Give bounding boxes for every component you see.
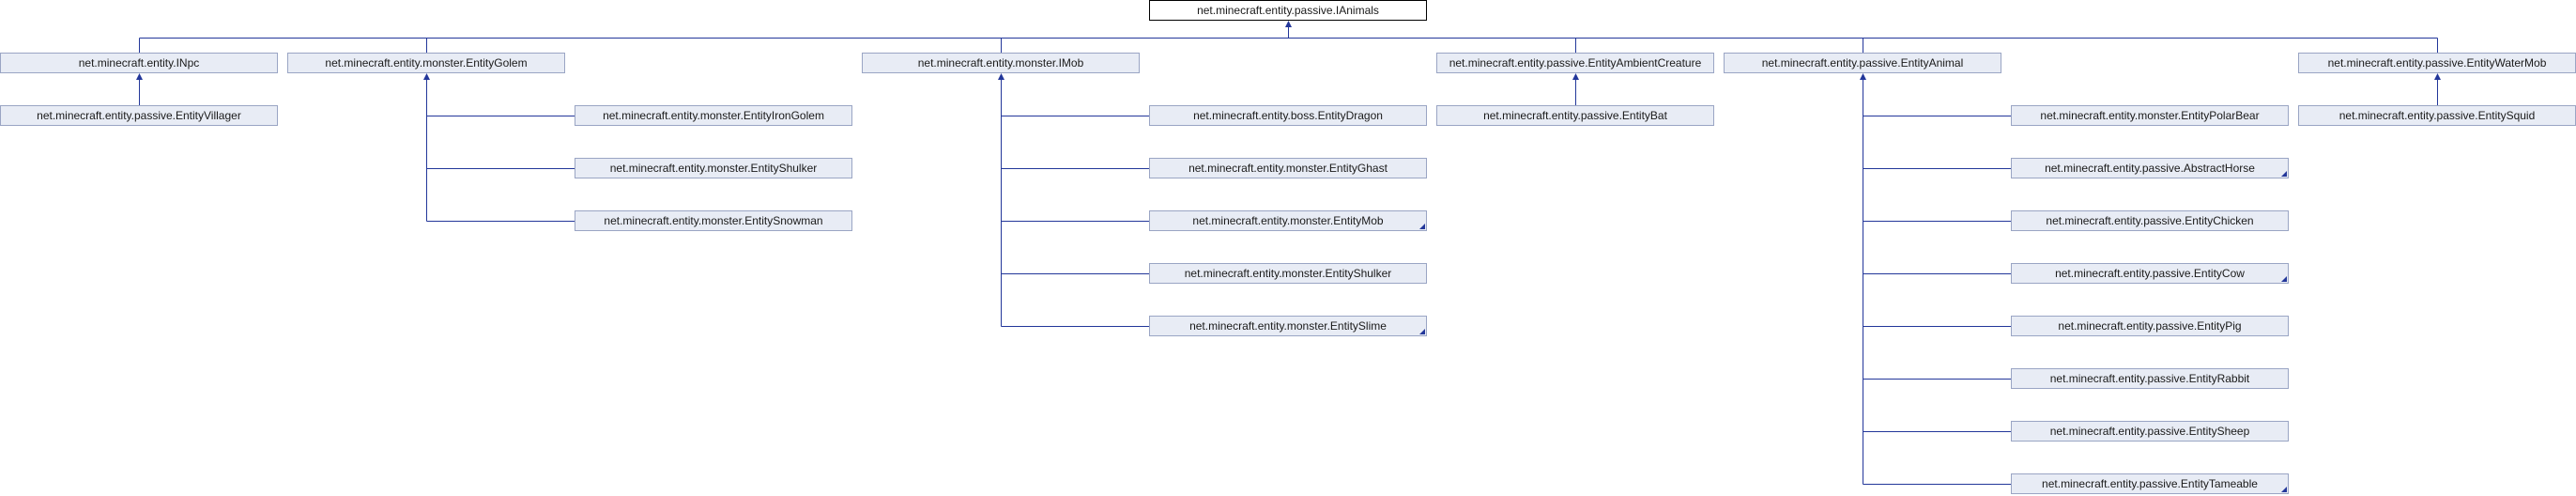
class-node-cow[interactable]: net.minecraft.entity.passive.EntityCow (2011, 263, 2289, 284)
class-node-abstracthorse[interactable]: net.minecraft.entity.passive.AbstractHor… (2011, 158, 2289, 178)
class-node-label: net.minecraft.entity.passive.EntityRabbi… (2049, 372, 2250, 385)
class-node-label: net.minecraft.entity.passive.EntityTamea… (2042, 477, 2258, 490)
class-node-entitygolem[interactable]: net.minecraft.entity.monster.EntityGolem (287, 53, 565, 73)
class-node-imob[interactable]: net.minecraft.entity.monster.IMob (862, 53, 1140, 73)
class-node-label: net.minecraft.entity.passive.EntitySquid (2338, 109, 2536, 122)
class-node-bat[interactable]: net.minecraft.entity.passive.EntityBat (1436, 105, 1714, 126)
class-node-label: net.minecraft.entity.INpc (78, 56, 200, 70)
class-node-label: net.minecraft.entity.monster.EntitySnowm… (604, 214, 823, 227)
class-node-label: net.minecraft.entity.passive.EntityBat (1483, 109, 1667, 122)
class-node-label: net.minecraft.entity.monster.EntityShulk… (1184, 267, 1392, 280)
class-node-root[interactable]: net.minecraft.entity.passive.IAnimals (1149, 0, 1427, 21)
class-node-snowman[interactable]: net.minecraft.entity.monster.EntitySnowm… (575, 210, 852, 231)
class-node-label: net.minecraft.entity.monster.EntityShulk… (609, 162, 818, 175)
class-node-label: net.minecraft.entity.passive.EntityWater… (2327, 56, 2547, 70)
class-node-label: net.minecraft.entity.passive.EntityAnima… (1761, 56, 1964, 70)
class-node-slime[interactable]: net.minecraft.entity.monster.EntitySlime (1149, 316, 1427, 336)
arrowhead-root (1285, 21, 1292, 27)
class-node-label: net.minecraft.entity.passive.IAnimals (1197, 4, 1379, 17)
class-node-sheep[interactable]: net.minecraft.entity.passive.EntitySheep (2011, 421, 2289, 442)
class-node-mob[interactable]: net.minecraft.entity.monster.EntityMob (1149, 210, 1427, 231)
class-node-label: net.minecraft.entity.monster.IMob (917, 56, 1084, 70)
class-node-rabbit[interactable]: net.minecraft.entity.passive.EntityRabbi… (2011, 368, 2289, 389)
class-node-label: net.minecraft.entity.passive.EntityPig (2058, 319, 2242, 333)
arrowhead-animal (1860, 73, 1866, 80)
class-node-chicken[interactable]: net.minecraft.entity.passive.EntityChick… (2011, 210, 2289, 231)
class-node-tameable[interactable]: net.minecraft.entity.passive.EntityTamea… (2011, 473, 2289, 494)
class-node-animal[interactable]: net.minecraft.entity.passive.EntityAnima… (1724, 53, 2001, 73)
class-node-polarbear[interactable]: net.minecraft.entity.monster.EntityPolar… (2011, 105, 2289, 126)
arrowhead-inpc (136, 73, 143, 80)
class-node-label: net.minecraft.entity.monster.EntityIronG… (603, 109, 824, 122)
class-node-shulker_m[interactable]: net.minecraft.entity.monster.EntityShulk… (1149, 263, 1427, 284)
class-node-label: net.minecraft.entity.monster.EntityGolem (325, 56, 528, 70)
class-node-label: net.minecraft.entity.boss.EntityDragon (1193, 109, 1383, 122)
class-node-label: net.minecraft.entity.monster.EntityPolar… (2040, 109, 2260, 122)
class-node-ambient[interactable]: net.minecraft.entity.passive.EntityAmbie… (1436, 53, 1714, 73)
class-node-villager[interactable]: net.minecraft.entity.passive.EntityVilla… (0, 105, 278, 126)
arrowhead-watermob (2434, 73, 2441, 80)
arrowhead-entitygolem (423, 73, 430, 80)
class-node-pig[interactable]: net.minecraft.entity.passive.EntityPig (2011, 316, 2289, 336)
arrowhead-ambient (1572, 73, 1579, 80)
class-node-inpc[interactable]: net.minecraft.entity.INpc (0, 53, 278, 73)
class-node-watermob[interactable]: net.minecraft.entity.passive.EntityWater… (2298, 53, 2576, 73)
class-node-label: net.minecraft.entity.passive.EntityCow (2055, 267, 2245, 280)
class-node-dragon[interactable]: net.minecraft.entity.boss.EntityDragon (1149, 105, 1427, 126)
class-node-label: net.minecraft.entity.monster.EntitySlime (1189, 319, 1387, 333)
arrowhead-imob (998, 73, 1004, 80)
class-node-ghast[interactable]: net.minecraft.entity.monster.EntityGhast (1149, 158, 1427, 178)
class-node-label: net.minecraft.entity.passive.EntitySheep (2049, 425, 2250, 438)
class-node-irongolem[interactable]: net.minecraft.entity.monster.EntityIronG… (575, 105, 852, 126)
class-node-label: net.minecraft.entity.passive.EntityAmbie… (1449, 56, 1702, 70)
class-node-label: net.minecraft.entity.passive.EntityVilla… (37, 109, 241, 122)
class-node-shulker_g[interactable]: net.minecraft.entity.monster.EntityShulk… (575, 158, 852, 178)
class-node-label: net.minecraft.entity.monster.EntityMob (1192, 214, 1384, 227)
class-node-label: net.minecraft.entity.monster.EntityGhast (1188, 162, 1388, 175)
class-node-label: net.minecraft.entity.passive.AbstractHor… (2045, 162, 2255, 175)
class-node-label: net.minecraft.entity.passive.EntityChick… (2046, 214, 2254, 227)
class-node-squid[interactable]: net.minecraft.entity.passive.EntitySquid (2298, 105, 2576, 126)
